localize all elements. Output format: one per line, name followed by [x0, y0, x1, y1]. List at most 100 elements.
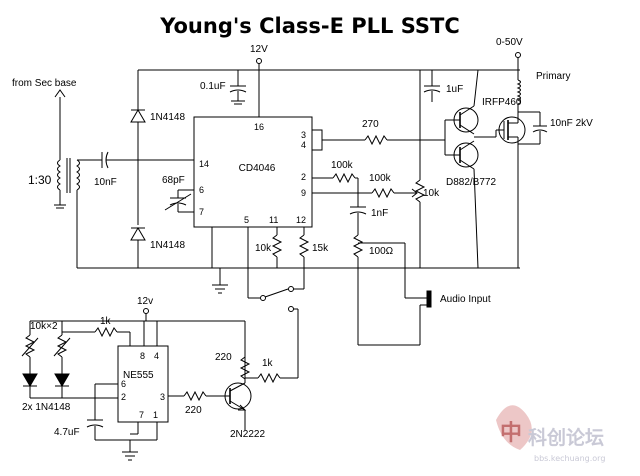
label-12v-top: 12V — [250, 44, 268, 55]
pin-3: 3 — [301, 130, 306, 140]
bypass-capacitor-0.1uf: 0.1uF — [200, 70, 247, 105]
vcc-12v-supply-555: 12v — [137, 296, 153, 321]
pin-7-555: 7 — [139, 410, 144, 420]
label-d882-b772: D882/B772 — [446, 177, 496, 188]
pin-3-555: 3 — [160, 392, 165, 402]
vbus-0-50v-supply: 0-50V — [496, 37, 523, 80]
pin-14: 14 — [199, 159, 209, 169]
label-1k-switch: 1k — [262, 358, 274, 369]
ic-cd4046: CD4046 16 14 6 7 5 11 12 3 4 2 9 — [193, 116, 313, 228]
transistor-2n2222: 2N2222 — [224, 382, 265, 440]
diode-1n4148-555-a — [22, 373, 38, 387]
label-4.7uf: 4.7uF — [54, 427, 80, 438]
pin-7: 7 — [199, 207, 204, 217]
potentiometer-10k-a — [21, 334, 39, 358]
label-1n4148-top: 1N4148 — [150, 112, 185, 123]
mosfet-irfp460: IRFP460 — [482, 97, 526, 148]
label-primary: Primary — [536, 71, 570, 82]
label-10nf-2kv: 10nF 2kV — [550, 118, 593, 129]
label-10k-pin11: 10k — [255, 243, 272, 254]
label-68pf: 68pF — [162, 175, 185, 186]
label-220-base: 220 — [185, 405, 202, 416]
label-10k-pot: 10k — [423, 188, 440, 199]
pin-1-555: 1 — [153, 410, 158, 420]
label-100k-b: 100k — [369, 173, 392, 184]
transistor-b772 — [445, 140, 479, 269]
resistor-220-base: 220 — [183, 390, 207, 416]
label-100k-a: 100k — [331, 160, 354, 171]
capacitor-1nf: 1nF — [349, 206, 388, 235]
capacitor-1uf: 1uF — [423, 70, 463, 102]
pin-6-555: 6 — [121, 379, 126, 389]
schematic-title: Young's Class-E PLL SSTC — [159, 14, 460, 38]
ic-ne555: NE555 8 4 6 2 3 7 1 — [117, 345, 169, 423]
resistor-100-ohm: 100Ω — [352, 234, 394, 258]
resistor-270: 270 — [362, 119, 388, 146]
pin-4-555: 4 — [154, 351, 159, 361]
svg-text:中: 中 — [500, 421, 522, 446]
resistor-100k-b: 100k — [369, 173, 395, 199]
diode-1n4148-top: 1N4148 — [130, 109, 185, 123]
current-transformer-1-30: 1:30 — [28, 158, 80, 209]
label-12v-555: 12v — [137, 296, 153, 307]
watermark-logo: 中 科创论坛 bbs.kechuang.org — [496, 405, 605, 463]
diode-1n4148-555-b — [54, 373, 70, 387]
pin-2: 2 — [301, 172, 306, 182]
ground-symbol-main — [212, 268, 228, 294]
pin-6: 6 — [199, 185, 204, 195]
transistor-d882 — [445, 69, 479, 135]
label-100ohm: 100Ω — [369, 246, 394, 257]
watermark-title: 科创论坛 — [528, 426, 604, 449]
label-10nf-coupling: 10nF — [94, 177, 117, 188]
pin-16: 16 — [254, 122, 264, 132]
label-from-sec-base: from Sec base — [12, 78, 77, 89]
pin-11: 11 — [269, 215, 278, 225]
label-2x-1n4148: 2x 1N4148 — [22, 402, 71, 413]
capacitor-4.7uf: 4.7uF — [54, 398, 104, 440]
pin-9: 9 — [301, 188, 306, 198]
label-1n4148-bottom: 1N4148 — [150, 240, 185, 251]
label-220-collector: 220 — [215, 352, 232, 363]
label-1uf: 1uF — [446, 84, 463, 95]
pin-8: 8 — [140, 351, 145, 361]
label-cd4046: CD4046 — [239, 163, 276, 174]
ground-symbol-555 — [122, 440, 138, 461]
resistor-100k-a: 100k — [331, 160, 356, 184]
label-turns-ratio: 1:30 — [28, 173, 52, 187]
resistor-220-collector: 220 — [215, 352, 251, 380]
label-ne555: NE555 — [123, 370, 154, 381]
watermark-url: bbs.kechuang.org — [534, 454, 605, 463]
coupling-capacitor-10nf: 10nF — [94, 151, 194, 188]
primary-coil: Primary — [516, 71, 570, 108]
resistor-15k-pin12: 15k — [298, 234, 329, 258]
label-10k-x2: 10k×2 — [30, 321, 58, 332]
label-2n2222: 2N2222 — [230, 429, 265, 440]
arrow-up-icon — [54, 89, 66, 98]
capacitor-10nf-2kv: 10nF 2kV — [518, 111, 593, 145]
diode-1n4148-bottom: 1N4148 — [130, 227, 185, 251]
pin-4: 4 — [301, 140, 306, 150]
label-1k-555: 1k — [100, 316, 112, 327]
resistor-10k-pin11: 10k — [255, 234, 283, 258]
sec-base-input: from Sec base — [12, 78, 77, 160]
vcc-12v-supply: 12V — [250, 44, 268, 70]
audio-input-jack: Audio Input — [404, 243, 491, 308]
label-270: 270 — [362, 119, 379, 130]
timing-capacitor-68pf: 68pF — [162, 175, 194, 213]
resistor-1k-switch: 1k — [257, 358, 281, 384]
label-audio-input: Audio Input — [440, 294, 491, 305]
pin-12: 12 — [296, 215, 306, 225]
potentiometer-10k: 10k — [410, 70, 440, 268]
resistor-1k-555: 1k — [94, 316, 118, 338]
label-1nf: 1nF — [371, 208, 388, 219]
label-irfp460: IRFP460 — [482, 97, 522, 108]
pin-2-555: 2 — [121, 392, 126, 402]
label-15k-pin12: 15k — [312, 243, 329, 254]
potentiometer-10k-b — [53, 334, 71, 358]
pin-5: 5 — [244, 215, 249, 225]
label-0.1uf: 0.1uF — [200, 81, 226, 92]
inhibit-switch — [260, 286, 294, 312]
label-0-50v: 0-50V — [496, 37, 523, 48]
